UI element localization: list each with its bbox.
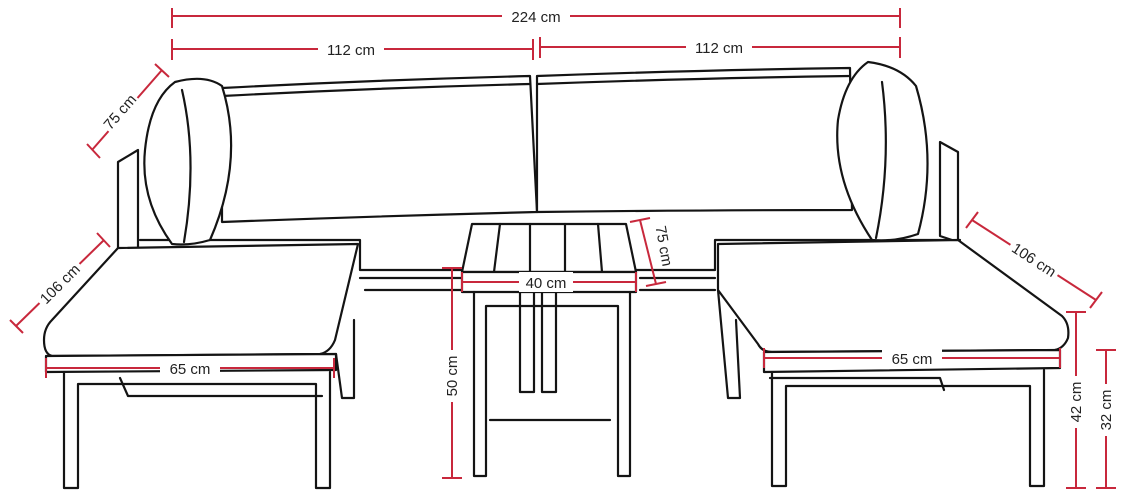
- table-slat-1: [492, 222, 502, 274]
- right-pillow-seam: [874, 80, 887, 240]
- left-back-piping: [220, 82, 532, 98]
- right-back-cushion: [535, 66, 854, 214]
- table-drawing: [460, 222, 638, 478]
- table-slat-4: [596, 222, 604, 274]
- dimension-right-section: 112 cm: [539, 37, 901, 59]
- right-back-piping: [535, 74, 852, 86]
- label-table-height: 50 cm: [444, 356, 461, 397]
- dimension-ottoman-height: 42 cm: [1066, 311, 1086, 489]
- right-ottoman-back-leg: [716, 288, 742, 400]
- dimension-table-depth: 75 cm: [629, 217, 676, 287]
- right-ottoman-legs: [770, 368, 1046, 488]
- dimension-right-ottoman-width: 65 cm: [763, 348, 1061, 368]
- dimension-left-section: 112 cm: [171, 39, 534, 61]
- left-back-cushion: [220, 74, 539, 224]
- left-ottoman-rail: [118, 376, 324, 398]
- left-ottoman-legs: [62, 370, 332, 490]
- dimension-seat-height: 32 cm: [1096, 349, 1116, 489]
- sofa-drawing: [116, 60, 962, 292]
- table-center-bar-2: [540, 290, 558, 394]
- right-ottoman-cushion: [716, 238, 1070, 354]
- label-ottoman-height: 42 cm: [1068, 382, 1085, 423]
- left-ottoman-back-leg: [334, 318, 356, 400]
- label-overall-width: 224 cm: [511, 9, 560, 26]
- label-left-ottoman-width: 65 cm: [170, 361, 211, 378]
- label-right-section: 112 cm: [695, 40, 743, 57]
- label-table-depth: 75 cm: [652, 224, 676, 267]
- left-pillow: [143, 77, 233, 246]
- right-arm: [938, 140, 960, 244]
- label-right-ottoman-width: 65 cm: [892, 351, 933, 368]
- label-seat-height: 32 cm: [1098, 390, 1115, 431]
- left-ottoman-cushion: [42, 242, 360, 358]
- dimension-table-height: 50 cm: [442, 267, 462, 479]
- right-ottoman-rail: [768, 376, 946, 392]
- left-pillow-seam: [180, 88, 192, 244]
- dimension-left-ottoman-width: 65 cm: [45, 358, 335, 378]
- label-table-top-width: 40 cm: [526, 275, 567, 292]
- table-legs: [472, 290, 632, 478]
- right-pillow: [836, 60, 929, 242]
- left-arm: [116, 148, 140, 260]
- table-center-bar-1: [518, 290, 536, 394]
- dimension-overall-width: 224 cm: [171, 6, 901, 28]
- table-top: [460, 222, 638, 274]
- label-left-section: 112 cm: [327, 42, 375, 59]
- dimension-table-top-width: 40 cm: [461, 272, 637, 292]
